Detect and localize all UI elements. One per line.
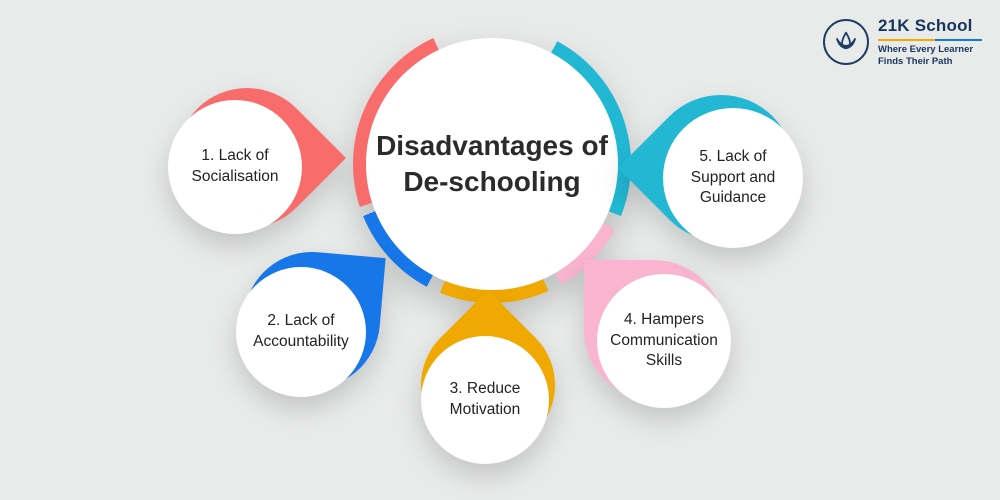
brand-logo: 21K School Where Every Learner Finds The…: [823, 16, 982, 69]
item-4-label: 4. Hampers Communication Skills: [610, 310, 718, 370]
item-2-circle: 2. Lack of Accountability: [236, 267, 366, 397]
brand-text-block: 21K School Where Every Learner Finds The…: [878, 16, 982, 69]
item-3-reduce-motivation: 3. Reduce Motivation: [393, 290, 583, 480]
item-5-circle: 5. Lack of Support and Guidance: [663, 108, 803, 248]
item-5-label: 5. Lack of Support and Guidance: [690, 147, 776, 207]
item-3-circle: 3. Reduce Motivation: [421, 336, 549, 464]
hub-title: Disadvantages of De-schooling: [376, 129, 608, 197]
item-1-label: 1. Lack of Socialisation: [191, 147, 279, 185]
hub-circle: Disadvantages of De-schooling: [366, 38, 618, 290]
brand-tagline: Where Every Learner Finds Their Path: [878, 44, 974, 68]
item-1-circle: 1. Lack of Socialisation: [168, 100, 302, 234]
item-3-label: 3. Reduce Motivation: [449, 380, 521, 418]
item-2-label: 2. Lack of Accountability: [253, 312, 349, 350]
brand-underline: [878, 39, 982, 41]
item-1-lack-of-socialisation: 1. Lack of Socialisation: [148, 59, 346, 257]
item-4-circle: 4. Hampers Communication Skills: [597, 274, 731, 408]
brand-name: 21K School: [878, 16, 973, 35]
item-2-lack-of-accountability: 2. Lack of Accountability: [236, 246, 386, 397]
item-4-hampers-communication-skills: 4. Hampers Communication Skills: [584, 260, 731, 408]
item-5-lack-of-support-and-guidance: 5. Lack of Support and Guidance: [617, 64, 825, 272]
lotus-logo-icon: [823, 19, 869, 66]
